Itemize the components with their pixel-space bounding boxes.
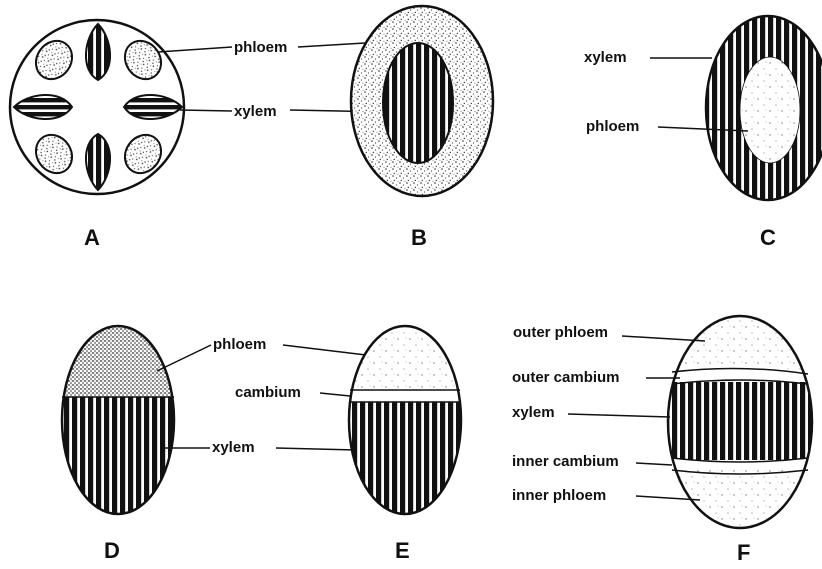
diagram-b: B	[351, 6, 493, 250]
diagram-b-letter: B	[411, 225, 427, 250]
diagram-c-letter: C	[760, 225, 776, 250]
diagram-f-inner-phloem-label: inner phloem	[512, 487, 606, 504]
diagram-d-xylem	[60, 397, 180, 517]
diagram-f-letter: F	[737, 540, 750, 565]
diagram-d-letter: D	[104, 538, 120, 563]
diagram-f-xylem-label: xylem	[512, 404, 555, 421]
diagram-e: cambium E	[235, 324, 465, 563]
diagram-c-phloem-label: phloem	[586, 118, 639, 135]
diagram-f-xylem	[665, 382, 815, 460]
diagram-c-phloem-core	[740, 57, 800, 163]
diagram-f-inner-phloem	[665, 470, 815, 530]
diagram-c: xylem phloem C	[584, 16, 822, 250]
diagram-d-xylem-label: xylem	[212, 439, 255, 456]
diagram-f-inner-cambium-label: inner cambium	[512, 453, 619, 470]
diagram-a-xylem-label: xylem	[234, 103, 277, 120]
diagram-e-letter: E	[395, 538, 410, 563]
diagram-f-outer-cambium-label: outer cambium	[512, 369, 620, 386]
diagram-a-letter: A	[84, 225, 100, 250]
diagram-f: outer phloem outer cambium xylem inner c…	[512, 314, 815, 565]
diagram-a-phloem-label: phloem	[234, 39, 287, 56]
diagram-e-cambium-label: cambium	[235, 384, 301, 401]
diagram-d-phloem-label: phloem	[213, 336, 266, 353]
diagram-f-outer-phloem-label: outer phloem	[513, 324, 608, 341]
diagram-c-xylem-label: xylem	[584, 49, 627, 66]
diagram-d: phloem xylem D	[60, 324, 366, 563]
diagram-e-xylem	[345, 402, 465, 517]
diagram-f-outer-phloem	[665, 314, 815, 370]
diagram-a: phloem xylem A	[10, 20, 387, 250]
diagram-e-cambium	[345, 390, 465, 402]
diagram-b-xylem-core	[383, 43, 453, 163]
